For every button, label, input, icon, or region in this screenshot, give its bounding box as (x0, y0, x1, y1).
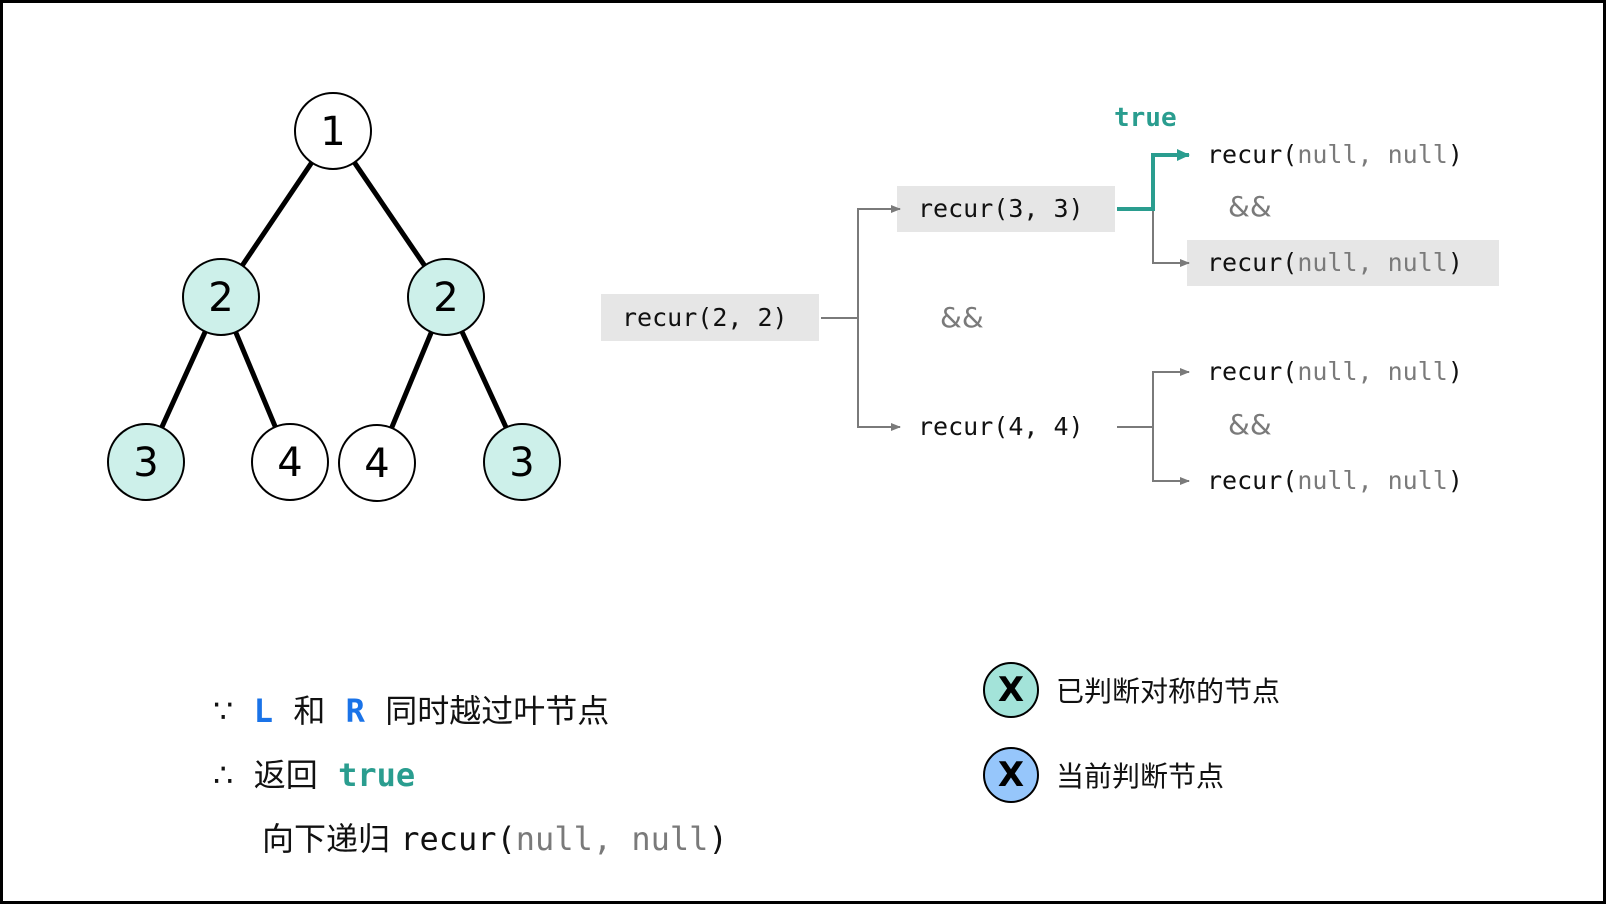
pointer-L: L (253, 692, 273, 730)
tree-node-circle (338, 424, 416, 502)
leaf-call-4: recur(null, null) (1207, 466, 1463, 495)
tree-edge (233, 331, 278, 428)
because-symbol: ∵ (213, 692, 234, 730)
tree-node-value: 3 (133, 440, 158, 486)
tree-edge (240, 161, 314, 267)
legend-current-label: 当前判断节点 (1056, 760, 1225, 793)
and-operator-left: && (1228, 190, 1272, 223)
pointer-R: R (345, 692, 365, 730)
tree-node-circle (407, 258, 485, 336)
leaf-call-3: recur(null, null) (1207, 357, 1463, 386)
tree-node-n2l: 2 (182, 258, 260, 336)
legend-judged-icon: X (983, 662, 1039, 718)
arrow-to-leaf-3 (1152, 368, 1190, 427)
tree-node-n3l: 3 (107, 423, 185, 501)
recur-call: recur(null, null) (400, 820, 728, 858)
arrow-to-left-call (857, 205, 901, 318)
tree-node-n2r: 2 (407, 258, 485, 336)
legend-current-icon: X (983, 747, 1039, 803)
tree-node-value: 4 (364, 441, 389, 487)
arrow-to-right-call (857, 318, 901, 431)
tree-node-n3r: 3 (483, 423, 561, 501)
tree-node-circle (107, 423, 185, 501)
tree-node-circle (294, 92, 372, 170)
tree-nodes: 1 2 2 3 4 4 3 (107, 92, 561, 502)
root-call-highlight (601, 294, 819, 341)
tree-node-value: 2 (433, 275, 458, 321)
tree-node-n1: 1 (294, 92, 372, 170)
tree-edge (459, 330, 509, 429)
tree-node-circle (251, 423, 329, 501)
tree-node-value: 4 (277, 440, 302, 486)
tree-edges (159, 161, 509, 429)
and-word: 和 (293, 692, 326, 730)
tree-edge (389, 331, 434, 429)
arrow-to-leaf-2 (1152, 209, 1190, 267)
and-operator-main: && (940, 301, 984, 334)
leaf-call-highlight (1187, 240, 1499, 286)
legend-judged-label: 已判断对称的节点 (1056, 675, 1281, 708)
left-call-highlight (897, 186, 1115, 232)
tree-edge (352, 161, 427, 267)
recurse-down-text: 向下递归 (262, 820, 391, 858)
tree-node-value: 2 (208, 275, 233, 321)
right-call-text: recur(4, 4) (918, 412, 1084, 441)
explanation-line-3: 向下递归 recur(null, null) (262, 814, 728, 860)
tree-node-n4r: 4 (338, 424, 416, 502)
explanation-line-1: ∵ L 和 R 同时越过叶节点 (213, 686, 609, 732)
therefore-symbol: ∴ (213, 756, 234, 794)
tree-node-n4l: 4 (251, 423, 329, 501)
leaf-call-2: recur(null, null) (1207, 248, 1463, 277)
cross-leaf-text: 同时越过叶节点 (385, 692, 610, 730)
arrow-to-leaf-1-true (1117, 149, 1190, 211)
root-call-text: recur(2, 2) (622, 303, 788, 332)
left-call-text: recur(3, 3) (918, 194, 1084, 223)
tree-node-circle (483, 423, 561, 501)
leaf-call-1: recur(null, null) (1207, 140, 1463, 169)
tree-node-circle (182, 258, 260, 336)
tree-node-value: 1 (320, 109, 345, 155)
explanation-line-2: ∴ 返回 true (213, 750, 415, 796)
and-operator-right: && (1228, 408, 1272, 441)
return-word: 返回 (253, 756, 318, 794)
return-true: true (338, 756, 416, 794)
arrow-to-leaf-4 (1152, 427, 1190, 485)
tree-edge (159, 330, 208, 429)
tree-node-value: 3 (509, 440, 534, 486)
true-result-label: true (1114, 103, 1177, 133)
